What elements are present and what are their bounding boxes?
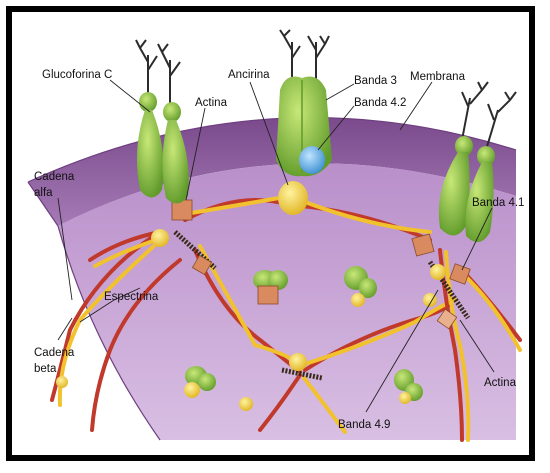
glycan-branch bbox=[308, 36, 329, 82]
label-actina-top: Actina bbox=[195, 97, 228, 109]
label-banda-4-1: Banda 4.1 bbox=[472, 197, 524, 209]
junction-sphere bbox=[430, 264, 446, 280]
protein-head bbox=[163, 102, 181, 122]
label-banda-3: Banda 3 bbox=[354, 75, 397, 87]
label-cadena-alfa-line2: alfa bbox=[34, 187, 53, 199]
glycophorin-left bbox=[136, 40, 189, 204]
floating-sphere bbox=[399, 392, 411, 404]
protein-head bbox=[139, 92, 157, 112]
junction-sphere bbox=[56, 376, 68, 388]
leader-banda3 bbox=[326, 84, 354, 100]
floating-sphere bbox=[351, 293, 365, 307]
floating-protein bbox=[198, 373, 216, 391]
label-glucoforina-c: Glucoforina C bbox=[42, 69, 112, 81]
label-ancirina: Ancirina bbox=[228, 69, 270, 81]
glycan-branch bbox=[158, 44, 180, 108]
label-cadena-beta-line1: Cadena bbox=[34, 347, 75, 359]
protein-body bbox=[137, 110, 164, 198]
glycan-branch bbox=[462, 82, 488, 140]
floating-cube bbox=[258, 286, 278, 304]
label-banda-4-2: Banda 4.2 bbox=[354, 97, 406, 109]
label-espectrina: Espectrina bbox=[104, 291, 159, 303]
glycan-branch bbox=[136, 40, 157, 98]
label-banda-4-9: Banda 4.9 bbox=[338, 419, 390, 431]
floating-sphere bbox=[184, 382, 200, 398]
band42-protein bbox=[299, 146, 325, 174]
label-cadena-beta-line2: beta bbox=[34, 363, 57, 375]
label-actina-bottom: Actina bbox=[484, 377, 517, 389]
glycan-branch bbox=[280, 30, 300, 82]
junction-sphere bbox=[151, 229, 169, 247]
junction-sphere bbox=[289, 353, 307, 371]
junction-sphere bbox=[239, 397, 253, 411]
ankyrin-protein bbox=[278, 181, 308, 215]
glycan-branch bbox=[486, 92, 516, 150]
label-cadena-alfa-line1: Cadena bbox=[34, 171, 75, 183]
label-membrana: Membrana bbox=[410, 71, 466, 83]
